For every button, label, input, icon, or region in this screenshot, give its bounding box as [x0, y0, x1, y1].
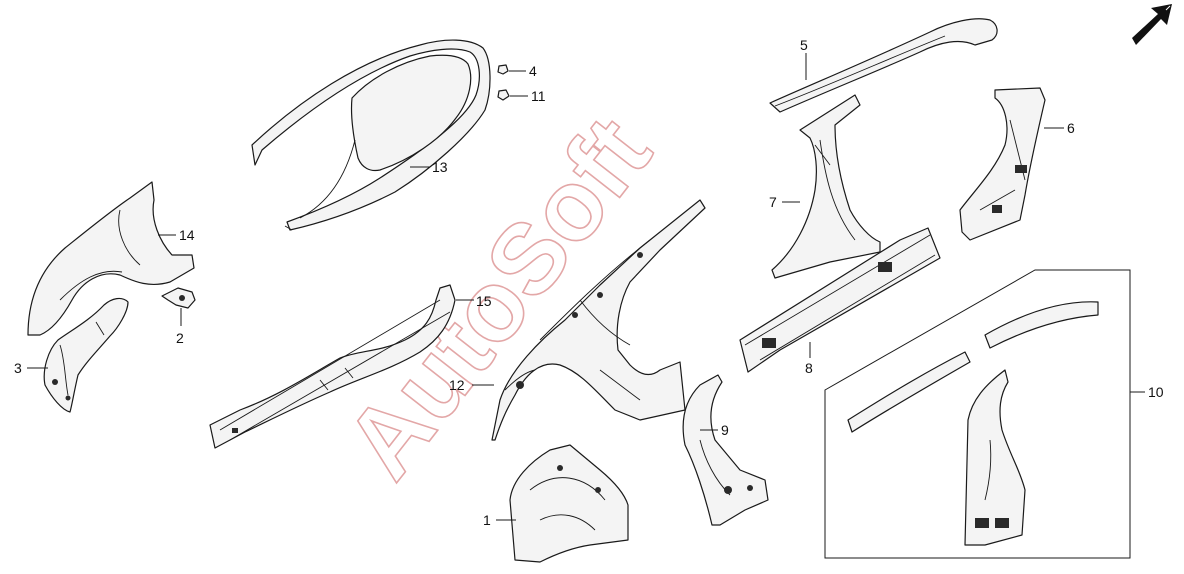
part-9-pillar-inner[interactable] — [682, 374, 769, 526]
callout-9: 9 — [700, 422, 729, 438]
part-4-clip[interactable] — [497, 64, 509, 75]
part-7-b-pillar[interactable] — [771, 94, 881, 279]
part-5-roof-rail[interactable] — [769, 18, 998, 113]
svg-text:13: 13 — [432, 159, 448, 175]
callout-7: 7 — [769, 194, 800, 210]
callout-10: 10 — [1130, 384, 1164, 400]
arrow-front-icon — [1132, 4, 1172, 45]
svg-text:5: 5 — [800, 37, 808, 53]
part-10-pillar-kit[interactable] — [824, 269, 1131, 559]
part-2-small-bracket[interactable] — [161, 287, 196, 309]
callout-6: 6 — [1044, 120, 1075, 136]
callout-4: 4 — [509, 63, 537, 79]
callout-15: 15 — [456, 293, 492, 309]
svg-text:2: 2 — [176, 330, 184, 346]
svg-text:14: 14 — [179, 227, 195, 243]
svg-text:6: 6 — [1067, 120, 1075, 136]
svg-text:12: 12 — [449, 377, 465, 393]
svg-text:3: 3 — [14, 360, 22, 376]
part-6-c-pillar-inner[interactable] — [959, 87, 1046, 241]
callout-13: 13 — [410, 159, 448, 175]
callout-1: 1 — [483, 512, 516, 528]
part-8-sill-inner[interactable] — [739, 227, 941, 373]
svg-text:9: 9 — [721, 422, 729, 438]
part-11-clip[interactable] — [497, 89, 510, 101]
svg-text:8: 8 — [805, 360, 813, 376]
callout-3: 3 — [14, 360, 48, 376]
callout-11: 11 — [510, 88, 546, 104]
svg-text:15: 15 — [476, 293, 492, 309]
callout-2: 2 — [176, 308, 184, 346]
part-12-inner-rail-assembly[interactable] — [491, 199, 706, 441]
part-15-side-sill[interactable] — [209, 284, 456, 449]
part-14-quarter-panel[interactable] — [27, 181, 195, 336]
svg-text:1: 1 — [483, 512, 491, 528]
callout-5: 5 — [800, 37, 808, 80]
part-3-inner-bracket[interactable] — [43, 297, 129, 413]
part-13-side-outer-panel[interactable] — [251, 39, 491, 231]
callout-12: 12 — [449, 377, 494, 393]
svg-text:7: 7 — [769, 194, 777, 210]
callout-8: 8 — [805, 342, 813, 376]
svg-text:4: 4 — [529, 63, 537, 79]
svg-text:10: 10 — [1148, 384, 1164, 400]
svg-text:11: 11 — [531, 88, 546, 104]
part-1-wheelhouse[interactable] — [509, 444, 629, 563]
callout-14: 14 — [158, 227, 195, 243]
